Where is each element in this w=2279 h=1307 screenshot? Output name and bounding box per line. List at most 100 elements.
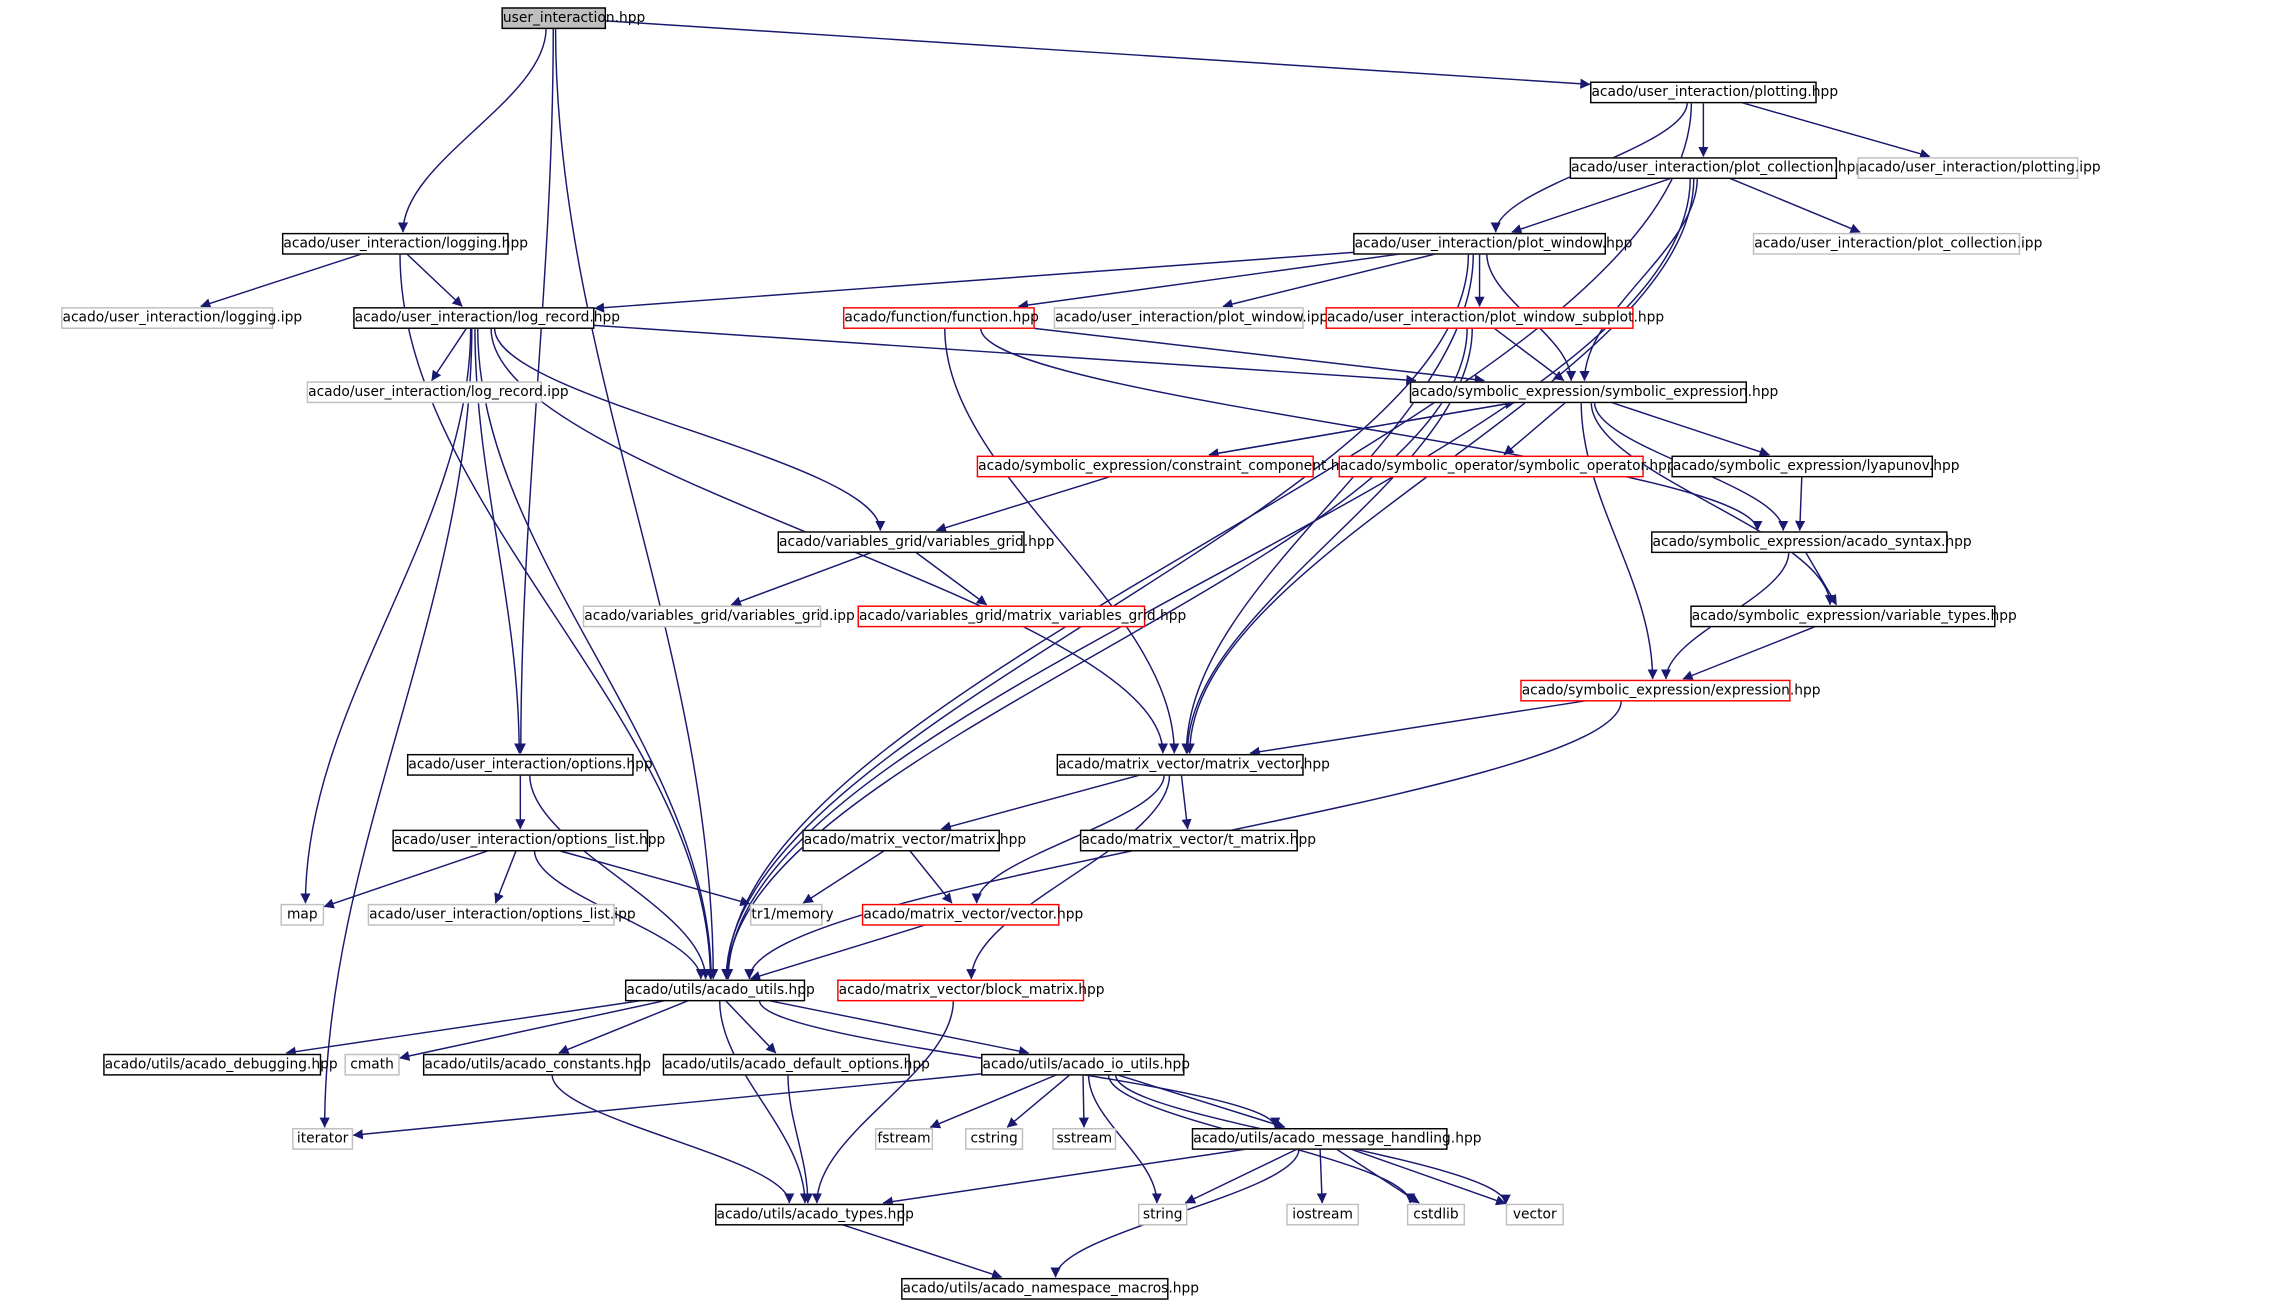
graph-node-n25[interactable]: acado/user_interaction/options_list.hpp [392, 828, 665, 851]
graph-node-n7[interactable]: acado/user_interaction/logging.ipp [61, 306, 302, 329]
graph-edge-n14-n13 [1208, 399, 1516, 456]
graph-node-n32[interactable]: acado/utils/acado_utils.hpp [624, 978, 815, 1001]
graph-node-n42[interactable]: sstream [1052, 1127, 1117, 1150]
graph-edge-n8-n17 [493, 328, 886, 532]
graph-edge-n31-n32 [750, 924, 926, 981]
graph-edge-n1-n32 [722, 102, 1693, 980]
graph-edge-n38-n40 [929, 1074, 1057, 1129]
graph-edge-n26-n30 [802, 850, 885, 904]
graph-node-n17[interactable]: acado/variables_grid/variables_grid.hpp [777, 530, 1054, 553]
graph-edge-n14-n17 [935, 475, 1111, 533]
graph-node-n47[interactable]: cstdlib [1406, 1202, 1466, 1225]
graph-node-n49[interactable]: acado/utils/acado_namespace_macros.hpp [901, 1277, 1199, 1300]
graph-edge-n25-n30 [559, 850, 751, 907]
graph-edge-n4-n8 [406, 253, 463, 307]
graph-node-n2[interactable]: acado/user_interaction/plot_collection.h… [1569, 156, 1864, 179]
graph-node-n45[interactable]: string [1138, 1202, 1188, 1225]
graph-node-n10[interactable]: acado/user_interaction/plot_window.ipp [1053, 306, 1328, 329]
graph-node-n39[interactable]: iterator [292, 1127, 354, 1150]
graph-node-n5[interactable]: acado/user_interaction/plot_window.hpp [1353, 232, 1632, 254]
graph-edge-n33-n44 [811, 1000, 955, 1204]
graph-edge-n24-n27 [1180, 774, 1192, 830]
graph-edge-n2-n32 [723, 178, 1691, 980]
graph-edge-n43-n45 [1184, 1148, 1298, 1204]
graph-node-n36[interactable]: acado/utils/acado_constants.hpp [422, 1053, 651, 1075]
graph-edge-n22-n24 [1249, 700, 1586, 757]
graph-node-n0[interactable]: user_interaction.hpp [501, 6, 645, 29]
graph-node-n13[interactable]: acado/symbolic_expression/symbolic_expre… [1409, 380, 1778, 403]
graph-edge-n24-n31 [971, 775, 1165, 904]
graph-node-n8[interactable]: acado/user_interaction/log_record.hpp [353, 306, 620, 329]
graph-edge-n24-n26 [940, 774, 1141, 832]
graph-edge-n8-n39 [319, 328, 473, 1128]
graph-edge-n8-n12 [431, 327, 468, 382]
graph-edge-n4-n32 [399, 253, 716, 980]
graph-edge-n38-n39 [352, 1073, 982, 1140]
graph-node-n43[interactable]: acado/utils/acado_message_handling.hpp [1191, 1127, 1481, 1150]
graph-edge-n43-n47 [1336, 1148, 1420, 1204]
graph-edge-n8-n28 [300, 328, 472, 904]
graph-node-n20[interactable]: acado/variables_grid/matrix_variables_gr… [857, 604, 1186, 627]
graph-node-n34[interactable]: acado/utils/acado_debugging.hpp [103, 1053, 338, 1075]
graph-node-n38[interactable]: acado/utils/acado_io_utils.hpp [981, 1053, 1190, 1075]
graph-node-n46[interactable]: iostream [1286, 1202, 1359, 1225]
graph-node-n3[interactable]: acado/user_interaction/plotting.ipp [1857, 156, 2101, 179]
graph-edge-n18-n21 [1805, 551, 1838, 606]
graph-node-n44[interactable]: acado/utils/acado_types.hpp [715, 1202, 914, 1225]
graph-edge-n11-n13 [1493, 327, 1565, 382]
graph-node-n9[interactable]: acado/function/function.hpp [842, 306, 1039, 329]
graph-node-n11[interactable]: acado/user_interaction/plot_window_subpl… [1325, 306, 1664, 329]
graph-edge-n13-n22 [1580, 402, 1658, 680]
graph-edge-n2-n6 [1729, 177, 1861, 234]
graph-node-n15[interactable]: acado/symbolic_operator/symbolic_operato… [1338, 454, 1676, 477]
graph-edge-n5-n8 [593, 251, 1354, 313]
graph-edge-n32-n38 [769, 999, 1030, 1057]
graph-edge-n2-n13 [1579, 178, 1699, 382]
graph-node-n18[interactable]: acado/symbolic_expression/acado_syntax.h… [1651, 530, 1972, 553]
graph-edge-n38-n41 [1006, 1074, 1071, 1128]
graph-node-n6[interactable]: acado/user_interaction/plot_collection.i… [1752, 232, 2042, 254]
graph-node-n4[interactable]: acado/user_interaction/logging.hpp [281, 232, 528, 254]
graph-edge-n9-n13 [1032, 327, 1485, 385]
graph-node-n30[interactable]: tr1/memory [749, 903, 834, 925]
graph-node-n14[interactable]: acado/symbolic_expression/constraint_com… [976, 454, 1357, 477]
graph-edge-n21-n22 [1682, 625, 1816, 681]
graph-edge-n17-n19 [730, 551, 873, 607]
graph-edge-n8-n32 [476, 328, 717, 980]
graph-edge-n36-n44 [551, 1074, 795, 1204]
graph-edge-n11-n32 [722, 328, 1468, 980]
graph-node-n23[interactable]: acado/user_interaction/options.hpp [406, 753, 653, 776]
graph-node-n1[interactable]: acado/user_interaction/plotting.hpp [1590, 80, 1838, 103]
graph-node-n35[interactable]: cmath [344, 1053, 400, 1075]
graph-node-n26[interactable]: acado/matrix_vector/matrix.hpp [802, 828, 1026, 851]
graph-node-n19[interactable]: acado/variables_grid/variables_grid.ipp [582, 604, 855, 627]
graph-node-n28[interactable]: map [280, 903, 325, 925]
graph-edge-n25-n28 [323, 850, 489, 909]
graph-node-n24[interactable]: acado/matrix_vector/matrix_vector.hpp [1056, 753, 1330, 776]
graph-node-n41[interactable]: cstring [965, 1127, 1024, 1150]
graph-edge-n17-n20 [915, 551, 988, 606]
graph-edge-n25-n32 [533, 850, 706, 980]
graph-node-n12[interactable]: acado/user_interaction/log_record.ipp [306, 380, 569, 403]
graph-edge-n23-n32 [529, 775, 711, 980]
graph-node-n40[interactable]: fstream [874, 1127, 934, 1150]
graph-edge-n32-n44 [718, 1000, 811, 1204]
graph-edge-n1-n3 [1741, 101, 1931, 159]
graph-node-n29[interactable]: acado/user_interaction/options_list.ipp [367, 903, 636, 925]
graph-edge-n0-n1 [606, 20, 1591, 89]
graph-edge-n38-n43 [1117, 1074, 1286, 1130]
graph-edge-n32-n35 [399, 999, 665, 1061]
graph-edge-n13-n21 [1590, 402, 1836, 606]
graph-node-n27[interactable]: acado/matrix_vector/t_matrix.hpp [1079, 828, 1316, 851]
graph-node-n22[interactable]: acado/symbolic_expression/expression.hpp [1520, 678, 1821, 701]
graph-node-n33[interactable]: acado/matrix_vector/block_matrix.hpp [837, 978, 1105, 1001]
graph-node-n48[interactable]: vector [1505, 1202, 1564, 1225]
graph-node-n37[interactable]: acado/utils/acado_default_options.hpp [662, 1053, 930, 1075]
graph-node-n21[interactable]: acado/symbolic_expression/variable_types… [1690, 604, 2017, 627]
graph-node-n16[interactable]: acado/symbolic_expression/lyapunov.hpp [1671, 454, 1960, 477]
graph-node-n31[interactable]: acado/matrix_vector/vector.hpp [861, 903, 1083, 925]
graph-edge-n32-n36 [558, 999, 689, 1055]
graph-edge-n5-n10 [1222, 253, 1436, 310]
